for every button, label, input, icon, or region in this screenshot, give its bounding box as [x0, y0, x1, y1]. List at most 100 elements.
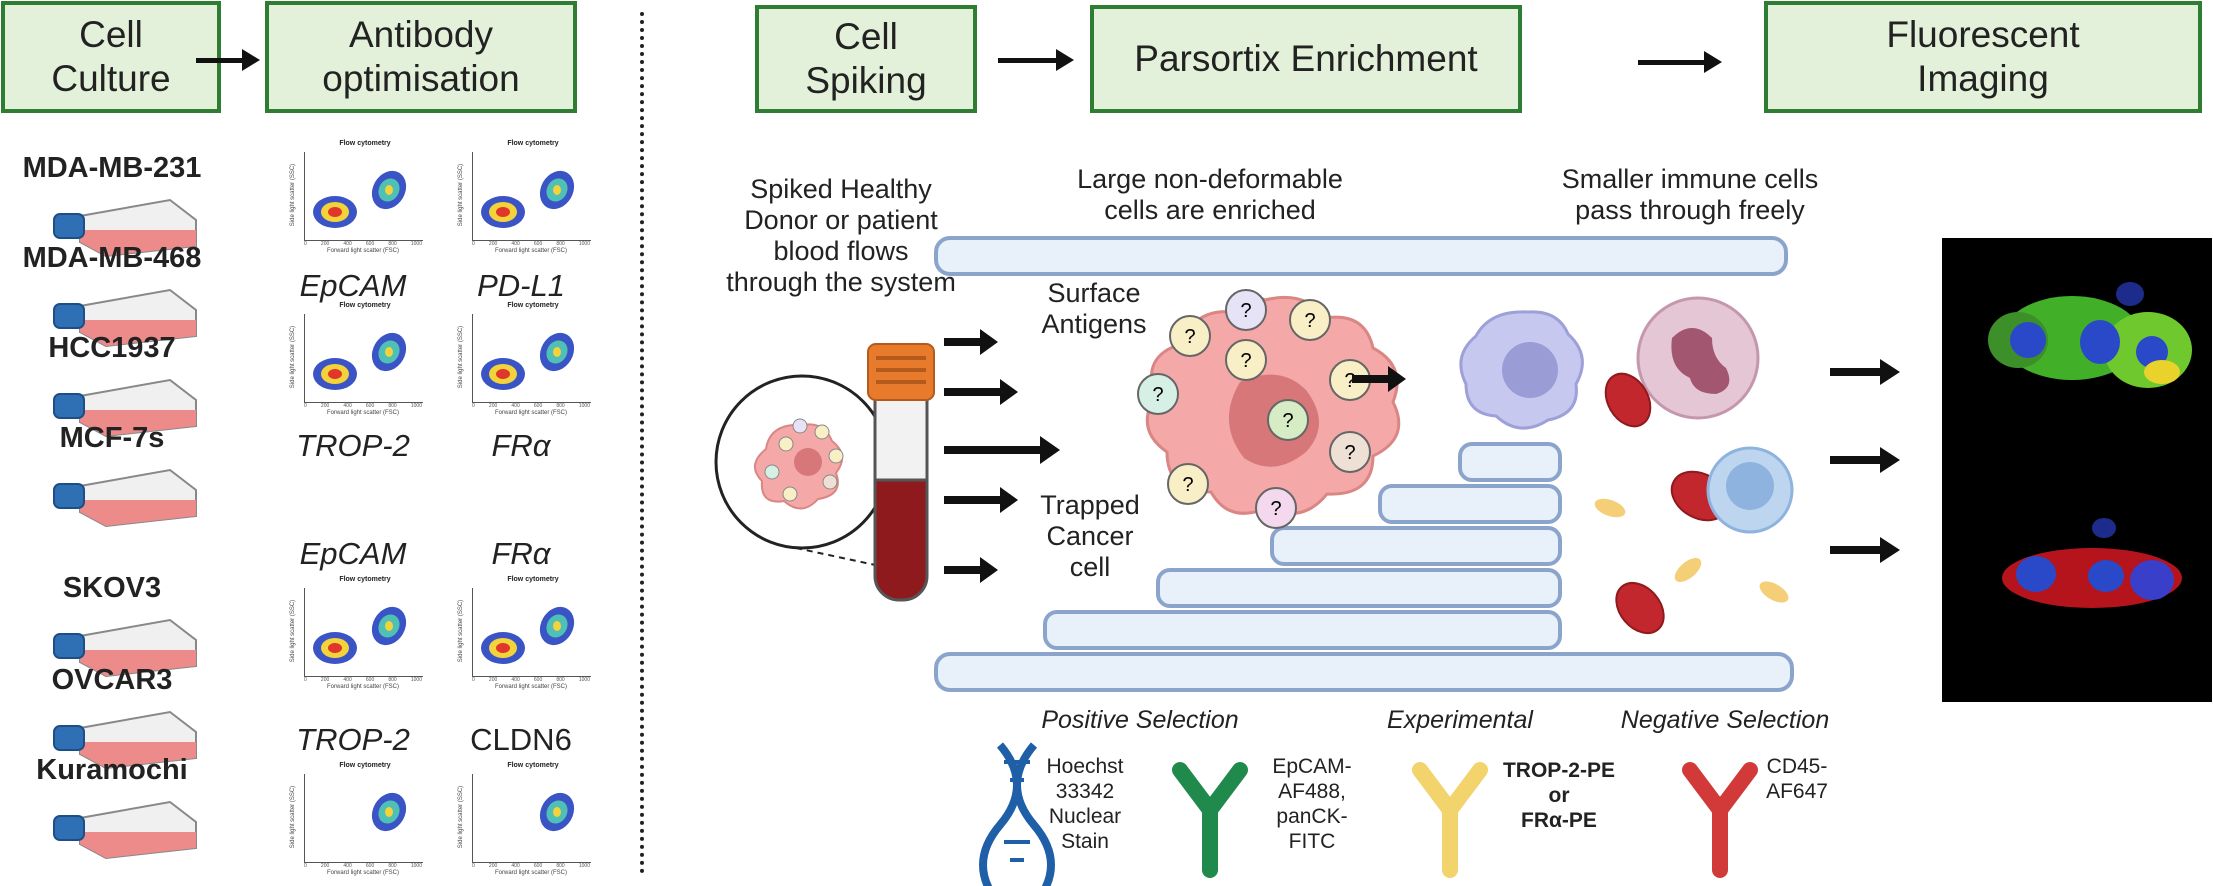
tick-label: 200: [488, 863, 498, 869]
stage-label: Cell Culture: [51, 14, 171, 99]
antigen-question-mark: ?: [1344, 370, 1355, 392]
cd45-label: CD45- AF647: [1766, 755, 1828, 803]
epcam-label: EpCAM- AF488, panCK- FITC: [1272, 755, 1352, 853]
plot-title: Flow cytometry: [507, 762, 559, 769]
plot-x-label: Forward light scatter (FSC): [494, 248, 567, 254]
tick-label: 600: [365, 677, 375, 683]
experimental-label: Experimental: [1387, 706, 1533, 734]
plot-x-label: Forward light scatter (FSC): [326, 410, 399, 416]
antigen-question-mark: ?: [1184, 326, 1195, 348]
stage-label: Fluorescent Imaging: [1886, 14, 2080, 99]
tick-label: 0: [304, 403, 307, 409]
antigen-circle: [1225, 289, 1267, 331]
tick-label: 200: [320, 863, 330, 869]
antibody-label: TROP-2: [296, 722, 410, 757]
tick-label: 0: [304, 863, 307, 869]
platelets: [1594, 498, 1789, 603]
antibody-icon-red: [1682, 762, 1758, 878]
tick-label: 400: [511, 863, 520, 869]
antigen-question-mark: ?: [1344, 442, 1355, 464]
antigen-question-mark: ?: [1270, 498, 1281, 520]
parsortix-chip: [934, 236, 1794, 692]
trapped-cancer-cell-label: Trapped Cancer cell: [1040, 490, 1140, 582]
antigen-question-mark: ?: [1240, 350, 1251, 372]
cell-line-name: SKOV3: [62, 572, 162, 604]
antigen-circle: [1329, 431, 1371, 473]
culture-flask-icon: [53, 468, 197, 528]
tick-label: 1000: [578, 403, 590, 409]
culture-flask-icon: [53, 378, 197, 438]
stage-cell-culture: Cell Culture: [1, 1, 221, 113]
cell-line-name: MDA-MB-468: [22, 242, 202, 274]
stage-label: Parsortix Enrichment: [1134, 38, 1478, 79]
culture-flask-icon: [53, 618, 197, 678]
culture-flask-icon: [53, 198, 197, 258]
tick-label: 1000: [410, 403, 422, 409]
arrow-culture-to-antibody: [196, 49, 260, 71]
tick-label: 1000: [578, 863, 590, 869]
plot-area: [472, 314, 591, 403]
negative-selection-label: Negative Selection: [1620, 706, 1830, 734]
antibody-label: CLDN6: [470, 722, 572, 757]
antigen-question-mark: ?: [1152, 384, 1163, 406]
monocyte-nucleus: [1502, 342, 1558, 398]
tick-label: 800: [388, 863, 397, 869]
magnified-nucleus: [794, 448, 822, 476]
hoechst-label: Hoechst 33342 Nuclear Stain: [1046, 755, 1124, 853]
stage-label: Antibody optimisation: [322, 14, 520, 99]
plot-title: Flow cytometry: [339, 140, 391, 147]
plot-title: Flow cytometry: [507, 140, 559, 147]
tick-label: 400: [511, 677, 520, 683]
stage-cell-spiking: Cell Spiking: [755, 5, 977, 113]
stage-antibody-optimisation: Antibody optimisation: [265, 1, 577, 113]
culture-flask-icon: [53, 710, 197, 770]
antibody-icon-green: [1172, 762, 1248, 878]
tick-label: 0: [472, 677, 475, 683]
tick-label: 800: [388, 403, 397, 409]
tick-label: 200: [488, 241, 498, 247]
tick-label: 0: [472, 241, 475, 247]
antigen-question-mark: ?: [1282, 410, 1293, 432]
tick-label: 800: [556, 403, 565, 409]
surface-antigens: ??????????: [1137, 289, 1371, 529]
antibody-label: EpCAM: [299, 268, 407, 303]
stage-fluorescent-imaging: Fluorescent Imaging: [1764, 1, 2202, 113]
tick-label: 600: [533, 241, 543, 247]
antibody-label: EpCAM: [299, 536, 407, 571]
tick-label: 600: [365, 403, 375, 409]
tick-label: 400: [343, 863, 352, 869]
antigen-circle: [1255, 487, 1297, 529]
plot-x-label: Forward light scatter (FSC): [326, 684, 399, 690]
neutrophil-nucleus: [1671, 328, 1730, 394]
tick-label: 200: [320, 677, 330, 683]
tick-label: 200: [488, 403, 498, 409]
blood-flow-label: Spiked Healthy Donor or patient blood fl…: [726, 174, 956, 297]
small-cells-label: Smaller immune cells pass through freely: [1561, 164, 1819, 225]
tick-label: 0: [304, 241, 307, 247]
antigen-circle: [1267, 399, 1309, 441]
plot-area: [472, 588, 591, 677]
plot-title: Flow cytometry: [507, 576, 559, 583]
tick-label: 800: [556, 677, 565, 683]
antibody-label: TROP-2: [296, 428, 410, 463]
blood-tube: [867, 343, 935, 602]
tick-label: 200: [320, 403, 330, 409]
antibody-icon-yellow: [1412, 762, 1488, 878]
positive-selection-label: Positive Selection: [1041, 706, 1239, 734]
antibody-label: FRα: [491, 428, 551, 463]
chip-top-bar: [934, 236, 1788, 276]
tick-label: 400: [511, 241, 520, 247]
tick-label: 800: [556, 863, 565, 869]
tick-label: 1000: [578, 241, 590, 247]
